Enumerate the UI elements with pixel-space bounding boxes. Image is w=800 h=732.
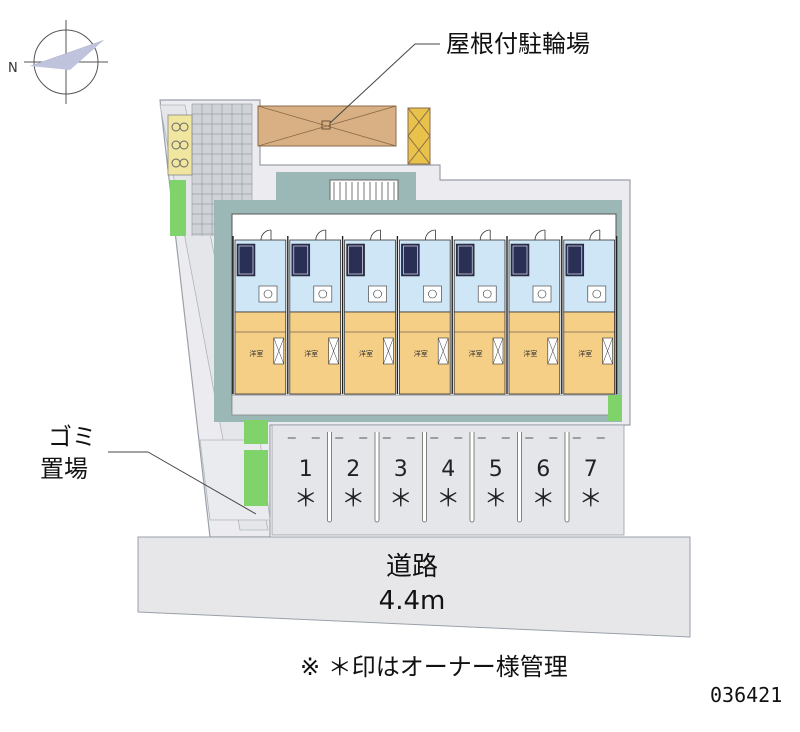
parking-slot-owner-mark: ＊: [436, 484, 460, 512]
parking-slot-number: 5: [489, 457, 503, 482]
parking-slot-number: 3: [394, 457, 408, 482]
parking-slot-number: 2: [346, 457, 360, 482]
unit-room-tag: 洋室: [304, 349, 318, 358]
balcony-strip: [231, 394, 617, 416]
unit-room-tag: 洋室: [523, 349, 537, 358]
grass-strip-left: [170, 180, 186, 236]
parking-slot-number: 4: [441, 457, 455, 482]
parking-slot: 6＊: [525, 432, 570, 523]
road: [137, 536, 691, 638]
garbage-label-line2: 置場: [40, 455, 88, 483]
roof-bike-parking-label: 屋根付駐輪場: [446, 30, 590, 58]
grass-patch-3: [608, 395, 622, 421]
parking-slot: 2＊: [335, 432, 380, 523]
property-code: 036421: [710, 683, 782, 707]
unit-room-tag: 洋室: [414, 349, 428, 358]
parking-slot-owner-mark: ＊: [484, 484, 508, 512]
parking-slot-owner-mark: ＊: [389, 484, 413, 512]
parking-slot-number: 6: [536, 457, 550, 482]
compass-n-label: N: [8, 61, 18, 76]
compass-icon: N: [8, 20, 108, 104]
garbage-label-line1: ゴミ: [48, 423, 96, 451]
unit-room-tag: 洋室: [578, 349, 592, 358]
roof-bike-shed: [257, 105, 397, 147]
parking-slot-owner-mark: ＊: [341, 484, 365, 512]
parking-slot: 3＊: [382, 432, 427, 523]
parking-slot-owner-mark: ＊: [531, 484, 555, 512]
apartment-unit: 洋室: [232, 229, 287, 395]
road-name-label: 道路: [386, 552, 438, 582]
callout-line-garbage-2: [147, 451, 257, 515]
unit-room-tag: 洋室: [359, 349, 373, 358]
parking-slot-owner-mark: ＊: [579, 484, 603, 512]
apartment-unit: 洋室: [561, 229, 615, 395]
parking-slot-owner-mark: ＊: [294, 484, 318, 512]
callout-line-bike: [329, 43, 416, 124]
parking-slot-number: 7: [584, 457, 598, 482]
apartment-unit: 洋室: [287, 229, 341, 395]
parking-slot: 5＊: [477, 432, 522, 523]
apartment-unit: 洋室: [451, 229, 506, 395]
apartment-unit: 洋室: [396, 229, 451, 395]
apartment-unit: 洋室: [506, 229, 561, 395]
owner-management-note: ※ ＊印はオーナー様管理: [300, 653, 568, 681]
parking-slot: 4＊: [430, 432, 475, 523]
road-width-label: 4.4m: [379, 586, 446, 616]
unit-room-tag: 洋室: [469, 349, 483, 358]
grass-patch-2: [244, 450, 268, 506]
parking-slot: 7＊: [572, 437, 605, 512]
unit-room-tag: 洋室: [249, 349, 263, 358]
bicycle-rack-icon: [167, 114, 193, 176]
apartment-unit: 洋室: [341, 229, 396, 395]
grass-patch-1: [244, 420, 268, 444]
bike-shed-small: [407, 107, 431, 165]
parking-slot: 1＊: [287, 432, 332, 523]
parking-slot-number: 1: [299, 457, 313, 482]
